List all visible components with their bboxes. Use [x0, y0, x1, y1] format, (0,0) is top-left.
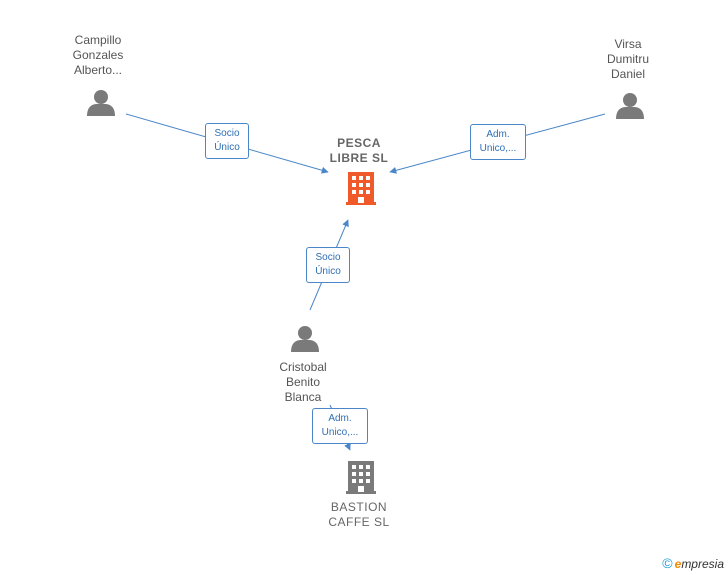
edge-label-cristobal-pesca[interactable]: Socio Único [306, 247, 350, 283]
node-label-line: Cristobal [279, 360, 327, 374]
edge-label-line: Único [315, 266, 341, 277]
node-label-line: LIBRE SL [329, 151, 389, 165]
node-label-line: Alberto... [73, 63, 123, 77]
edge-label-line: Socio [214, 128, 240, 139]
node-label-line: Virsa [614, 37, 642, 51]
edge-label-line: Adm. [328, 413, 352, 424]
person-icon[interactable] [87, 90, 115, 116]
node-label-line: Campillo [74, 33, 122, 47]
brand-name: mpresia [681, 557, 724, 571]
node-label-line: Daniel [610, 67, 646, 81]
person-icon[interactable] [616, 93, 644, 119]
node-label-line: Blanca [284, 390, 322, 404]
edge-label-line: Adm. [486, 129, 510, 140]
node-label-line: BASTION [330, 500, 388, 514]
edge-label-line: Socio [315, 252, 341, 263]
brand-logo-e: e [674, 557, 682, 571]
edge-label-cristobal-bastion[interactable]: Adm. Unico,... [312, 408, 368, 444]
edge-label-line: Único [214, 142, 240, 153]
edge-label-line: Unico,... [321, 427, 359, 438]
node-label-pesca[interactable]: PESCA LIBRE SL [314, 136, 404, 166]
edge-label-virsa-pesca[interactable]: Adm. Unico,... [470, 124, 526, 160]
node-label-line: CAFFE SL [328, 515, 390, 529]
node-label-bastion[interactable]: BASTION CAFFE SL [314, 500, 404, 530]
node-label-line: Gonzales [72, 48, 124, 62]
node-label-line: Benito [285, 375, 321, 389]
node-label-cristobal[interactable]: Cristobal Benito Blanca [258, 360, 348, 405]
node-label-campillo[interactable]: Campillo Gonzales Alberto... [53, 33, 143, 78]
footer-brand[interactable]: ©empresia [662, 555, 724, 571]
building-icon[interactable] [346, 461, 376, 494]
node-label-line: PESCA [337, 136, 381, 150]
edge-label-campillo-pesca[interactable]: Socio Único [205, 123, 249, 159]
building-icon[interactable] [346, 172, 376, 205]
copyright-icon: © [662, 555, 673, 571]
node-label-line: Dumitru [606, 52, 649, 66]
edge-label-line: Unico,... [479, 143, 517, 154]
person-icon[interactable] [291, 326, 319, 352]
node-label-virsa[interactable]: Virsa Dumitru Daniel [583, 37, 673, 82]
